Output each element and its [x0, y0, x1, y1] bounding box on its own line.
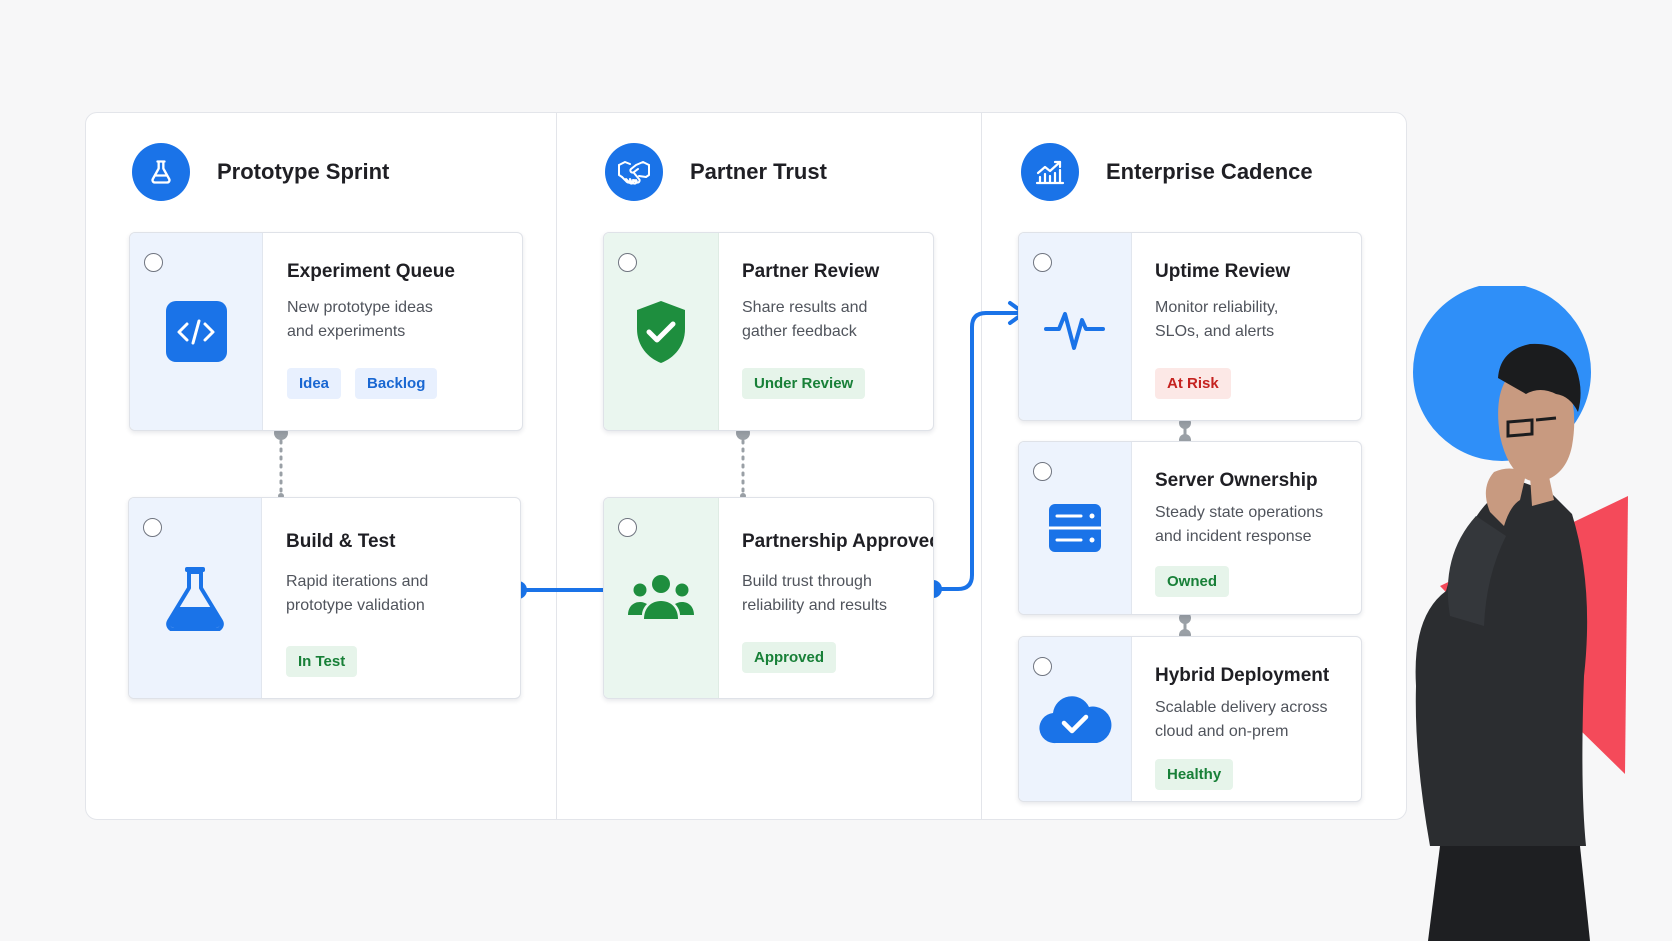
card-description: Build trust through reliability and resu… — [742, 570, 925, 618]
flask-icon — [132, 143, 190, 201]
card-title: Partner Review — [742, 261, 880, 282]
card-title: Hybrid Deployment — [1155, 665, 1330, 686]
card-title: Partnership Approved — [742, 531, 934, 552]
tag-group: In Test — [286, 645, 512, 677]
card-description-line: and experiments — [287, 322, 406, 340]
card-title: Build & Test — [286, 531, 396, 552]
column-title: Prototype Sprint — [217, 159, 390, 184]
card-hybrid-deployment[interactable]: Hybrid Deployment Scalable delivery acro… — [1018, 636, 1362, 802]
flow-arrow — [924, 301, 1026, 598]
card-description-line: Scalable delivery across — [1155, 698, 1328, 716]
card-description: Steady state operations and incident res… — [1155, 501, 1353, 549]
tag-group: Under Review — [742, 367, 925, 399]
card-description-line: reliability and results — [742, 596, 887, 614]
handshake-icon — [605, 143, 663, 201]
column-header-enterprise-cadence: Enterprise Cadence — [1021, 143, 1313, 201]
card-description-line: and incident response — [1155, 527, 1312, 545]
select-radio[interactable] — [618, 253, 637, 272]
select-radio[interactable] — [144, 253, 163, 272]
card-body: Server Ownership Steady state operations… — [1155, 470, 1353, 597]
column-divider — [556, 112, 557, 820]
card-description-line: Steady state operations — [1155, 503, 1324, 521]
dotted-connector — [736, 426, 750, 499]
card-server-ownership[interactable]: Server Ownership Steady state operations… — [1018, 441, 1362, 615]
column-divider — [981, 112, 982, 820]
card-body: Partner Review Share results and gather … — [742, 261, 925, 399]
tag-group: Idea Backlog — [287, 367, 514, 399]
select-radio[interactable] — [1033, 462, 1052, 481]
server-icon — [1049, 504, 1101, 552]
tag-at-risk: At Risk — [1155, 367, 1231, 399]
card-title: Experiment Queue — [287, 261, 455, 282]
card-body: Experiment Queue New prototype ideas and… — [287, 261, 514, 399]
column-header-partner-trust: Partner Trust — [605, 143, 827, 201]
card-body: Partnership Approved Build trust through… — [742, 531, 934, 673]
card-icon-panel — [1019, 442, 1132, 614]
card-uptime-review[interactable]: Uptime Review Monitor reliability, SLOs,… — [1018, 232, 1362, 421]
card-description-line: New prototype ideas — [287, 298, 433, 316]
card-description-line: SLOs, and alerts — [1155, 322, 1275, 340]
card-title: Uptime Review — [1155, 261, 1291, 282]
code-icon — [165, 301, 227, 362]
select-radio[interactable] — [618, 518, 637, 537]
shield-check-icon — [637, 300, 685, 363]
card-description: Rapid iterations and prototype validatio… — [286, 570, 512, 618]
card-description-line: Build trust through — [742, 572, 872, 590]
card-description-line: Monitor reliability, — [1155, 298, 1279, 316]
select-radio[interactable] — [143, 518, 162, 537]
tag-group: Owned — [1155, 565, 1353, 597]
flask-icon — [166, 567, 224, 631]
card-partner-review[interactable]: Partner Review Share results and gather … — [603, 232, 934, 431]
pulse-icon — [1044, 311, 1105, 350]
growth-chart-icon — [1021, 143, 1079, 201]
card-description: New prototype ideas and experiments — [287, 296, 514, 344]
tag-group: At Risk — [1155, 367, 1353, 399]
card-description: Scalable delivery across cloud and on-pr… — [1155, 696, 1353, 744]
card-description: Share results and gather feedback — [742, 296, 925, 344]
tag-idea: Idea — [287, 367, 342, 399]
tag-approved: Approved — [742, 641, 837, 673]
column-title: Partner Trust — [690, 159, 827, 184]
card-description-line: Rapid iterations and — [286, 572, 429, 590]
people-icon — [628, 575, 694, 619]
card-description-line: prototype validation — [286, 596, 425, 614]
card-description-line: gather feedback — [742, 322, 857, 340]
select-radio[interactable] — [1033, 253, 1052, 272]
card-build-and-test[interactable]: Build & Test Rapid iterations and protot… — [128, 497, 521, 699]
card-body: Uptime Review Monitor reliability, SLOs,… — [1155, 261, 1353, 399]
thinking-person-illustration — [1413, 286, 1628, 941]
card-title: Server Ownership — [1155, 470, 1318, 491]
card-partnership-approved[interactable]: Partnership Approved Build trust through… — [603, 497, 934, 699]
tag-under-review: Under Review — [742, 367, 866, 399]
cloud-check-icon — [1039, 696, 1112, 744]
tag-healthy: Healthy — [1155, 758, 1234, 790]
card-description-line: cloud and on-prem — [1155, 722, 1289, 740]
dotted-connector — [274, 426, 288, 499]
flow-arrow — [509, 581, 606, 599]
card-body: Hybrid Deployment Scalable delivery acro… — [1155, 665, 1353, 790]
card-description: Monitor reliability, SLOs, and alerts — [1155, 296, 1353, 344]
card-body: Build & Test Rapid iterations and protot… — [286, 531, 512, 677]
tag-owned: Owned — [1155, 565, 1230, 597]
tag-group: Healthy — [1155, 758, 1353, 790]
column-header-prototype-sprint: Prototype Sprint — [132, 143, 389, 201]
card-experiment-queue[interactable]: Experiment Queue New prototype ideas and… — [129, 232, 523, 431]
tag-group: Approved — [742, 641, 925, 673]
tag-in-test: In Test — [286, 645, 358, 677]
tag-backlog: Backlog — [355, 367, 438, 399]
card-description-line: Share results and — [742, 298, 868, 316]
column-title: Enterprise Cadence — [1106, 159, 1313, 184]
select-radio[interactable] — [1033, 657, 1052, 676]
